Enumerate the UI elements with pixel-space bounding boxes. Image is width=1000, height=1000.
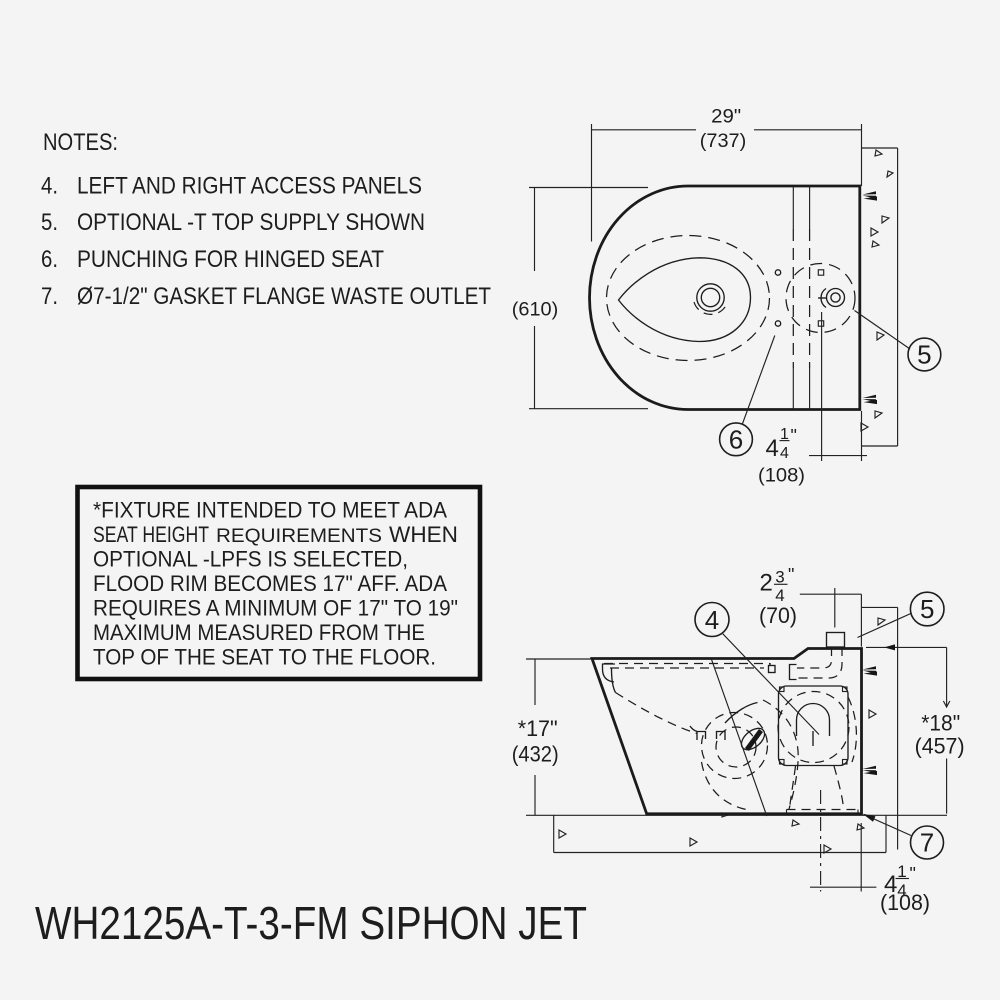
svg-text:4: 4 bbox=[766, 435, 779, 462]
svg-text:(610): (610) bbox=[512, 298, 559, 320]
svg-text:LEFT AND RIGHT ACCESS PANELS: LEFT AND RIGHT ACCESS PANELS bbox=[77, 172, 422, 199]
svg-text:SEAT HEIGHT: SEAT HEIGHT bbox=[93, 522, 209, 547]
svg-text:6: 6 bbox=[729, 425, 743, 455]
svg-text:FLOOD RIM BECOMES 17" AFF. ADA: FLOOD RIM BECOMES 17" AFF. ADA bbox=[93, 571, 447, 596]
svg-text:4: 4 bbox=[884, 871, 897, 898]
svg-text:NOTES:: NOTES: bbox=[43, 129, 118, 156]
svg-text:*17": *17" bbox=[518, 716, 558, 741]
svg-text:OPTIONAL -T TOP SUPPLY SHOWN: OPTIONAL -T TOP SUPPLY SHOWN bbox=[77, 209, 425, 236]
svg-text:(108): (108) bbox=[880, 890, 930, 915]
svg-text:": " bbox=[791, 426, 797, 446]
svg-text:PUNCHING FOR HINGED SEAT: PUNCHING FOR HINGED SEAT bbox=[77, 246, 384, 273]
svg-text:OPTIONAL -LPFS IS SELECTED,: OPTIONAL -LPFS IS SELECTED, bbox=[93, 547, 408, 572]
svg-text:4: 4 bbox=[780, 445, 789, 462]
svg-text:7.: 7. bbox=[41, 283, 58, 310]
svg-text:1: 1 bbox=[897, 862, 906, 881]
svg-text:(737): (737) bbox=[700, 130, 747, 152]
svg-text:*FIXTURE INTENDED TO MEET ADA: *FIXTURE INTENDED TO MEET ADA bbox=[93, 498, 447, 523]
svg-text:(70): (70) bbox=[759, 603, 797, 628]
svg-text:REQUIRES A MINIMUM OF 17" TO 1: REQUIRES A MINIMUM OF 17" TO 19" bbox=[93, 596, 458, 621]
svg-text:5.: 5. bbox=[41, 209, 58, 236]
svg-text:1: 1 bbox=[780, 426, 789, 443]
svg-text:(108): (108) bbox=[758, 465, 805, 487]
svg-text:": " bbox=[910, 864, 916, 884]
svg-text:MAXIMUM MEASURED FROM THE: MAXIMUM MEASURED FROM THE bbox=[93, 620, 425, 645]
svg-text:WH2125A-T-3-FM SIPHON JET: WH2125A-T-3-FM SIPHON JET bbox=[35, 897, 587, 949]
svg-text:WHEN: WHEN bbox=[389, 522, 458, 547]
svg-text:7: 7 bbox=[920, 828, 934, 858]
svg-text:4: 4 bbox=[705, 605, 719, 635]
svg-text:3: 3 bbox=[775, 568, 784, 587]
svg-text:(457): (457) bbox=[915, 734, 965, 759]
svg-text:TOP OF THE SEAT TO THE FLOOR.: TOP OF THE SEAT TO THE FLOOR. bbox=[93, 645, 436, 670]
svg-text:(432): (432) bbox=[512, 742, 559, 767]
svg-text:5: 5 bbox=[917, 340, 931, 370]
svg-text:6.: 6. bbox=[41, 246, 58, 273]
svg-text:4: 4 bbox=[775, 586, 784, 605]
svg-text:2: 2 bbox=[760, 570, 773, 597]
svg-text:4: 4 bbox=[897, 881, 906, 900]
svg-text:*18": *18" bbox=[921, 711, 960, 736]
svg-text:4.: 4. bbox=[41, 172, 58, 199]
svg-text:5: 5 bbox=[920, 594, 934, 624]
svg-text:": " bbox=[788, 565, 794, 585]
svg-text:Ø7-1/2" GASKET FLANGE WASTE OU: Ø7-1/2" GASKET FLANGE WASTE OUTLET bbox=[77, 283, 491, 310]
svg-text:29": 29" bbox=[711, 105, 741, 127]
svg-text:REQUIREMENTS: REQUIREMENTS bbox=[216, 526, 382, 547]
